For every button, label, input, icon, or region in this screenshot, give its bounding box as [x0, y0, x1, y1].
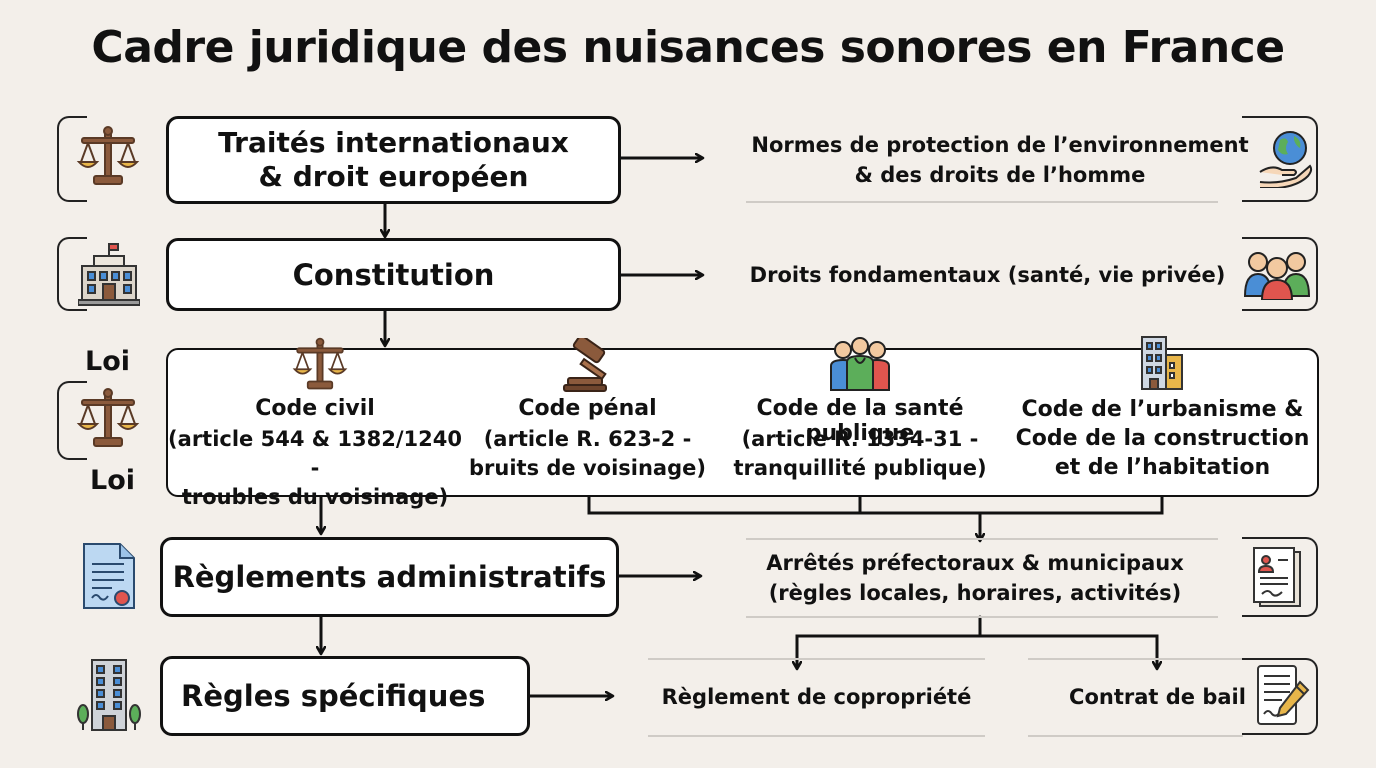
loi-label-bottom: Loi — [90, 465, 136, 496]
code-penal-detail: (article R. 623-2 - bruits de voisinage) — [460, 425, 715, 483]
scales-icon — [292, 337, 348, 390]
copropriete-note: Règlement de copropriété — [661, 685, 972, 709]
code-penal-detail-line2: bruits de voisinage) — [469, 456, 706, 480]
buildings-icon — [1141, 336, 1183, 390]
code-urbanisme-line3: et de l’habitation — [1054, 455, 1271, 480]
code-penal-detail-line1: (article R. 623-2 - — [483, 427, 692, 451]
specifiques-label: Règles spécifiques — [181, 679, 486, 713]
divider — [1028, 735, 1243, 737]
constitution-box: Constitution — [166, 238, 621, 311]
divider — [746, 201, 1218, 203]
left-bracket-loi — [57, 381, 87, 460]
people-group-icon — [830, 337, 890, 391]
contract-pen-icon — [1257, 665, 1310, 725]
code-penal-title: Code pénal — [518, 396, 657, 421]
gavel-icon — [563, 338, 607, 392]
reglements-label: Règlements administratifs — [172, 560, 607, 594]
reglements-note-line1: Arrêtés préfectoraux & municipaux — [766, 551, 1184, 575]
right-bracket-constitution — [1242, 237, 1318, 311]
code-sante-detail-line1: (article R. 1334-31 - — [741, 427, 979, 451]
right-bracket-treaties — [1242, 116, 1318, 202]
constitution-note: Droits fondamentaux (santé, vie privée) — [749, 263, 1226, 287]
code-civil-detail-line1: (article 544 & 1382/1240 - — [168, 427, 462, 480]
code-sante-title: Code de la santé publique — [756, 396, 964, 446]
signed-document-icon — [1253, 547, 1301, 607]
treaties-box: Traités internationaux & droit européen — [166, 116, 621, 204]
treaties-note-line2: & des droits de l’homme — [854, 163, 1146, 187]
right-bracket-specifiques — [1242, 658, 1318, 735]
treaties-note-line1: Normes de protection de l’environnement — [751, 133, 1249, 157]
certificate-document-icon — [83, 543, 135, 609]
globe-in-hand-icon — [1259, 131, 1313, 188]
treaties-label-line1: Traités internationaux — [218, 126, 569, 159]
scales-icon — [76, 388, 140, 447]
code-urbanisme-line1: Code de l’urbanisme & — [1021, 397, 1304, 422]
code-sante-detail-line2: tranquillité publique) — [733, 456, 987, 480]
code-civil-detail: (article 544 & 1382/1240 - troubles du v… — [165, 425, 465, 512]
reglements-box: Règlements administratifs — [160, 537, 619, 617]
divider — [1028, 658, 1243, 660]
code-urbanisme-title: Code de l’urbanisme & Code de la constru… — [1015, 395, 1310, 482]
left-bracket-treaties — [57, 116, 87, 202]
apartment-building-icon — [77, 659, 141, 731]
divider — [648, 658, 985, 660]
reglements-note-line2: (règles locales, horaires, activités) — [768, 581, 1182, 605]
specifiques-box: Règles spécifiques — [160, 656, 530, 736]
loi-label-top: Loi — [85, 346, 131, 377]
bail-note: Contrat de bail — [1069, 685, 1246, 709]
bracket-codes — [587, 495, 1164, 515]
code-urbanisme-line2: Code de la construction — [1015, 426, 1310, 451]
people-group-icon — [1244, 252, 1310, 300]
page-title: Cadre juridique des nuisances sonores en… — [91, 22, 1285, 73]
left-bracket-constitution — [57, 237, 87, 311]
treaties-note: Normes de protection de l’environnement … — [740, 128, 1260, 192]
right-bracket-reglements — [1242, 537, 1318, 617]
code-civil-detail-line2: troubles du voisinage) — [181, 485, 449, 509]
reglements-note: Arrêtés préfectoraux & municipaux (règle… — [740, 546, 1210, 610]
constitution-label: Constitution — [292, 257, 495, 292]
divider — [746, 538, 1218, 540]
loi-box — [166, 348, 1319, 497]
divider — [746, 616, 1218, 618]
code-civil-title: Code civil — [255, 396, 375, 421]
divider — [648, 735, 985, 737]
scales-icon — [76, 126, 140, 185]
government-building-icon — [78, 243, 140, 306]
treaties-label-line2: & droit européen — [258, 160, 529, 193]
code-sante-detail: (article R. 1334-31 - tranquillité publi… — [715, 425, 1005, 483]
